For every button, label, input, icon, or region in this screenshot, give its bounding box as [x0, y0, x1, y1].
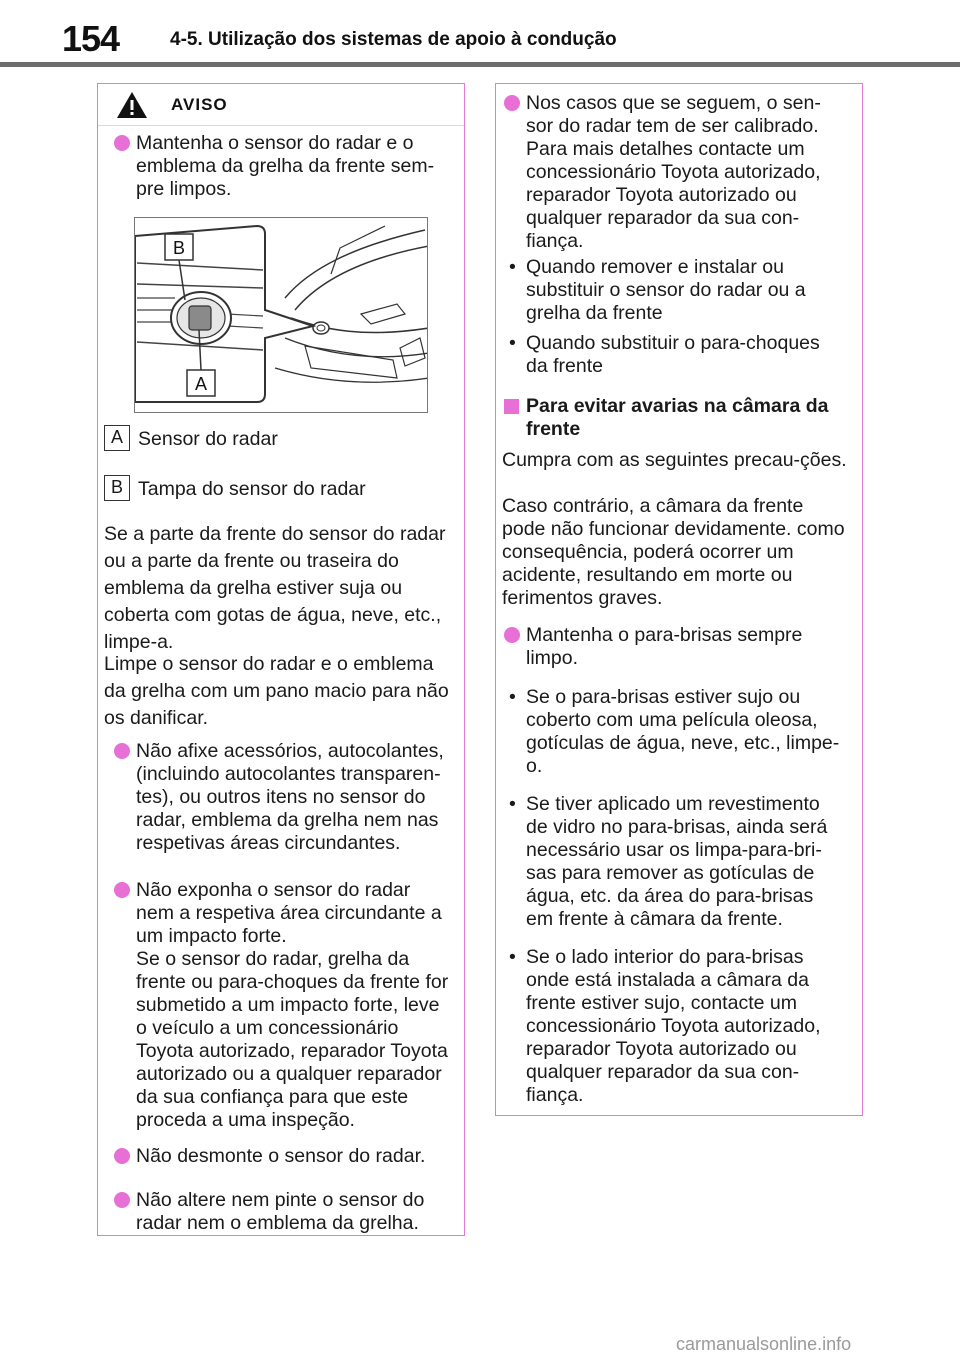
list-item: • Se tiver aplicado um revestimento de v… — [502, 793, 842, 931]
watermark: carmanualsonline.info — [676, 1334, 852, 1354]
warning-box-right: Nos casos que se seguem, o sen-sor do ra… — [495, 83, 863, 1116]
bullet-text: Não altere nem pinte o sensor do radar n… — [136, 1189, 425, 1234]
list-item: • Se o para-brisas estiver sujo ou cober… — [502, 686, 842, 778]
section-heading: Para evitar avarias na câmara da frente — [502, 395, 842, 441]
list-item: Não desmonte o sensor do radar. — [112, 1145, 452, 1168]
heading-text: Para evitar avarias na câmara da frente — [526, 395, 829, 440]
bullet-icon — [114, 1148, 130, 1164]
page-number: 154 — [62, 18, 120, 59]
legend-row-a: A Sensor do radar — [104, 425, 278, 453]
bullet-text: Não afixe acessórios, autocolantes, (inc… — [136, 740, 444, 854]
section-title: 4-5. Utilização dos sistemas de apoio à … — [170, 29, 617, 50]
dot-text: Quando substituir o para-choques da fren… — [526, 332, 820, 377]
legend-key-b: B — [104, 475, 130, 501]
bullet-icon — [504, 95, 520, 111]
list-item: Não afixe acessórios, autocolantes, (inc… — [112, 740, 452, 855]
list-item: Não exponha o sensor do radar nem a resp… — [112, 879, 452, 948]
dot-text: Se o para-brisas estiver sujo ou coberto… — [526, 686, 840, 777]
bullet-text: Não desmonte o sensor do radar. — [136, 1145, 426, 1167]
page-header: 154 4-5. Utilização dos sistemas de apoi… — [0, 0, 960, 70]
paragraph: Caso contrário, a câmara da frente pode … — [502, 495, 845, 609]
figure-label-b: B — [173, 238, 185, 258]
dot-text: Se tiver aplicado um revestimento de vid… — [526, 793, 828, 930]
bullet-icon — [114, 135, 130, 151]
legend-text-a: Sensor do radar — [138, 428, 278, 451]
warning-triangle-icon — [117, 92, 147, 118]
paragraph: Cumpra com as seguintes precau-ções. — [502, 449, 847, 471]
dot-icon: • — [509, 686, 516, 708]
legend-row-b: B Tampa do sensor do radar — [104, 475, 366, 503]
header-rule — [0, 62, 960, 67]
figure-label-a: A — [195, 374, 207, 394]
bullet-icon — [504, 627, 520, 643]
legend-text-b: Tampa do sensor do radar — [138, 478, 366, 501]
list-item: • Quando remover e instalar ou substitui… — [502, 256, 842, 325]
list-item-continuation: Se o sensor do radar, grelha da frente o… — [112, 948, 452, 1132]
warning-box-left: AVISO Mantenha o sensor do radar e o emb… — [97, 83, 465, 1236]
bullet-text: Mantenha o para-brisas sempre limpo. — [526, 624, 803, 669]
warning-header: AVISO — [98, 84, 464, 126]
bullet-text: Mantenha o sensor do radar e o emblema d… — [136, 132, 435, 200]
bullet-icon — [114, 882, 130, 898]
bullet-icon — [114, 743, 130, 759]
list-item: Nos casos que se seguem, o sen-sor do ra… — [502, 92, 842, 253]
bullet-text: Nos casos que se seguem, o sen-sor do ra… — [526, 92, 821, 252]
list-item: Não altere nem pinte o sensor do radar n… — [112, 1189, 452, 1235]
dot-icon: • — [509, 332, 516, 354]
square-marker-icon — [504, 399, 519, 414]
list-item: • Se o lado interior do para-brisas onde… — [502, 946, 842, 1107]
bullet-text: Se o sensor do radar, grelha da frente o… — [136, 948, 449, 1131]
bullet-text: Não exponha o sensor do radar nem a resp… — [136, 879, 442, 947]
list-item: • Quando substituir o para-choques da fr… — [502, 332, 842, 378]
dot-icon: • — [509, 256, 516, 278]
car-front-illustration: B A — [135, 224, 427, 403]
paragraph: Se a parte da frente do sensor do radar … — [104, 523, 446, 653]
paragraph: Limpe o sensor do radar e o emblema da g… — [104, 653, 449, 729]
dot-icon: • — [509, 946, 516, 968]
dot-icon: • — [509, 793, 516, 815]
warning-title: AVISO — [171, 95, 228, 114]
radar-sensor-figure: B A — [134, 217, 428, 413]
bullet-icon — [114, 1192, 130, 1208]
dot-text: Se o lado interior do para-brisas onde e… — [526, 946, 821, 1106]
list-item: Mantenha o para-brisas sempre limpo. — [502, 624, 842, 670]
list-item: Mantenha o sensor do radar e o emblema d… — [112, 132, 452, 201]
dot-text: Quando remover e instalar ou substituir … — [526, 256, 806, 324]
legend-key-a: A — [104, 425, 130, 451]
